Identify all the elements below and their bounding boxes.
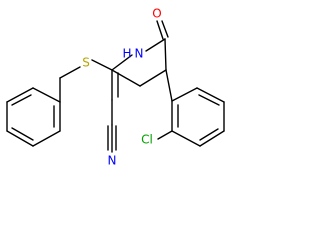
cyano-nitrogen-label: N [108, 154, 117, 168]
hydrogen-label: H [122, 47, 131, 61]
aryl-bond-4 [199, 130, 225, 147]
carbonyl-bond-b [161, 20, 169, 38]
bond-c6-n1 [111, 54, 133, 71]
chlorine-label: Cl [141, 133, 153, 147]
benzyl-bond-4 [6, 130, 34, 147]
benzyl-bond-2-inner [11, 94, 32, 106]
cyano-group [107, 99, 117, 153]
chemical-structure-diagram: O N H S N Cl [6, 7, 225, 168]
bond-n1-c2 [145, 38, 166, 52]
benzyl-bond-1 [32, 87, 61, 103]
bond-aryl-cl [157, 130, 173, 140]
nitrogen-label: N [135, 47, 144, 61]
bond-c4-aryl [165, 69, 173, 102]
pyridinone-ring [111, 38, 167, 101]
oxygen-label: O [152, 7, 161, 21]
aryl-bond-4-inner [199, 128, 219, 141]
carbonyl-bond-a [156, 20, 164, 40]
aryl-bond-5 [171, 130, 201, 147]
bond-c3-c4 [139, 69, 167, 87]
benzyl-bond-5 [32, 130, 61, 147]
benzyl-bond-2 [6, 87, 34, 103]
bond-c4-c5 [111, 69, 141, 87]
bond-c6-s [91, 59, 113, 71]
benzyl-phenyl-ring [6, 87, 61, 147]
benzyl-bond-4-inner [11, 127, 34, 141]
aryl-bond-1 [171, 87, 198, 102]
bond-s-ch2 [59, 66, 81, 79]
aryl-bond-2 [196, 87, 225, 103]
sulfur-label: S [82, 56, 90, 70]
aryl-bond-2-inner [198, 94, 220, 106]
bond-c2-c3 [164, 38, 167, 71]
chlorophenyl-ring [171, 87, 225, 147]
